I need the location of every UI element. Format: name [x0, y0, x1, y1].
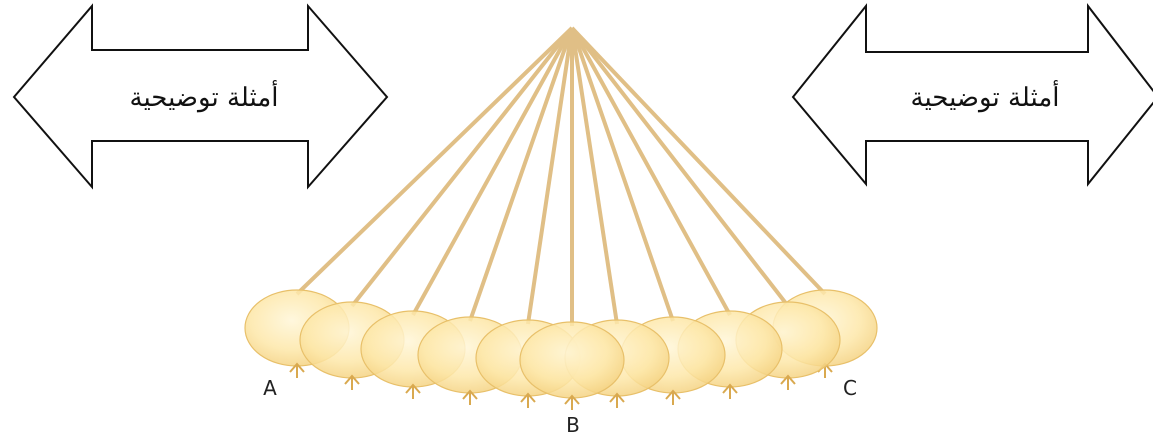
pendulum-string	[572, 28, 788, 306]
pendulum-strings	[297, 28, 825, 326]
pendulum-bobs	[245, 290, 877, 410]
right-arrow-label: أمثلة توضيحية	[911, 79, 1060, 113]
pendulum-string	[470, 28, 572, 321]
label-a: A	[263, 376, 277, 400]
bob-body	[520, 322, 624, 398]
label-c: C	[843, 376, 857, 400]
left-double-arrow: أمثلة توضيحية	[14, 6, 387, 187]
pendulum-string	[352, 28, 572, 306]
right-double-arrow: أمثلة توضيحية	[793, 6, 1153, 184]
label-b: B	[566, 413, 580, 437]
pendulum-string	[572, 28, 673, 321]
left-arrow-label: أمثلة توضيحية	[130, 79, 279, 113]
pendulum-string	[413, 28, 572, 315]
pendulum-bob	[520, 322, 624, 410]
